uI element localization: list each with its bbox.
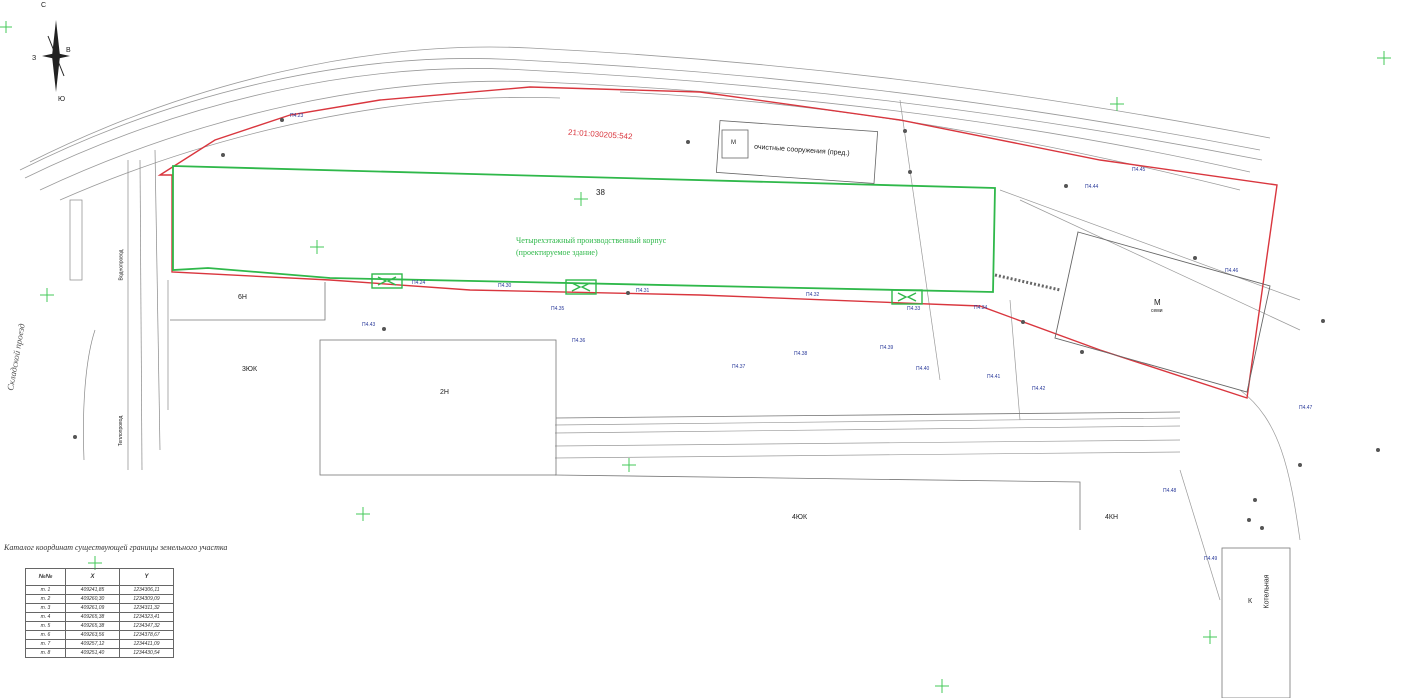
structure-m-tag: М (1154, 298, 1161, 307)
cell-y: 1234323,41 (119, 612, 174, 622)
compass-east-label: В (66, 47, 71, 54)
point-label: П4.45 (1132, 167, 1146, 173)
cell-y: 1234347,32 (119, 621, 174, 631)
treatment-facility-outline (715, 120, 879, 184)
point-label: П4.47 (1299, 405, 1313, 411)
grid-crosses (0, 21, 1391, 693)
point-label: П4.40 (916, 366, 930, 372)
cell-point: т. 5 (25, 621, 66, 631)
building-description-line2: (проектируемое здание) (516, 248, 598, 257)
point-label: П4.42 (1032, 386, 1046, 392)
point-label: П4.43 (362, 322, 376, 328)
point-label: П4.46 (1225, 268, 1239, 274)
building-entrance-marks (371, 273, 923, 305)
cell-x: 409265,38 (65, 612, 120, 622)
header-y: Y (119, 568, 174, 586)
cell-point: т. 3 (25, 603, 66, 613)
point-label: П4.41 (987, 374, 1001, 380)
area-label-k: К (1248, 598, 1253, 605)
area-label-4kn: 4КН (1105, 514, 1119, 521)
boiler-label: Котельная (1263, 574, 1271, 609)
coordinates-catalog-title: Каталог координат существующей границы з… (4, 543, 228, 552)
point-label: П4.36 (572, 338, 586, 344)
point-label: П4.34 (974, 305, 988, 311)
cell-x: 409257,12 (65, 639, 120, 649)
header-number: №№ (25, 568, 66, 586)
point-label: П4.30 (498, 283, 512, 289)
cell-point: т. 2 (25, 594, 66, 604)
cell-x: 409265,38 (65, 621, 120, 631)
point-label: П4.31 (636, 288, 650, 294)
lower-utility-lines (554, 99, 1301, 601)
cell-y: 1234306,11 (119, 585, 174, 595)
building-outline (172, 165, 996, 293)
side-label-water: Воднопровод (118, 249, 125, 281)
area-label-4yuk: 4ЮК (792, 514, 808, 521)
cell-y: 1234309,09 (119, 594, 174, 604)
cell-x: 409263,56 (65, 630, 120, 640)
point-label: П4.33 (907, 306, 921, 312)
cell-point: т. 7 (25, 639, 66, 649)
building-description-line1: Четырехэтажный производственный корпус (516, 236, 667, 245)
cell-y: 1234430,54 (119, 648, 174, 658)
point-label: П4.48 (1163, 488, 1177, 494)
side-label-heat: Теплопровод (118, 415, 125, 447)
area-label-3yuk: 3ЮК (242, 366, 258, 373)
top-road-lines (19, 46, 1271, 201)
cell-point: т. 6 (25, 630, 66, 640)
left-street-lines (69, 149, 169, 471)
compass-west-label: З (32, 55, 37, 62)
treatment-facility-inner (721, 129, 749, 159)
point-label: П4.32 (806, 292, 820, 298)
building-number: 38 (596, 188, 605, 197)
point-label: П4.24 (412, 280, 426, 286)
cell-point: т. 4 (25, 612, 66, 622)
cell-y: 1234411,09 (119, 639, 174, 649)
cell-point: т. 8 (25, 648, 66, 658)
cell-point: т. 1 (25, 585, 66, 595)
structure-m-outline (1054, 231, 1271, 393)
point-label: П4.35 (551, 306, 565, 312)
cell-x: 409261,09 (65, 603, 120, 613)
land-plot-boundary (157, 86, 1278, 399)
point-label: П4.44 (1085, 184, 1099, 190)
area-label-2n: 2Н (440, 389, 449, 396)
cell-x: 409251,40 (65, 648, 120, 658)
point-label: П4.38 (794, 351, 808, 357)
cell-y: 1234378,67 (119, 630, 174, 640)
point-label: П4.39 (880, 345, 894, 351)
header-x: X (65, 568, 120, 586)
treatment-facility-tag: М (731, 140, 736, 146)
structure-m-sub: семи (1151, 308, 1163, 314)
area-label-6n: 6Н (238, 294, 247, 301)
table-header-row: №№ X Y (25, 568, 174, 586)
compass-rose (42, 20, 70, 92)
point-label: П4.23 (290, 113, 304, 119)
point-label: П4.37 (732, 364, 746, 370)
survey-dots (73, 118, 1380, 530)
point-label: П4.49 (1204, 556, 1218, 562)
compass-north-label: С (41, 2, 47, 9)
cell-x: 409260,30 (65, 594, 120, 604)
lower-parcels (170, 282, 1291, 698)
compass-south-label: Ю (58, 96, 66, 103)
cell-x: 409241,85 (65, 585, 120, 595)
cell-y: 1234311,32 (119, 603, 174, 613)
